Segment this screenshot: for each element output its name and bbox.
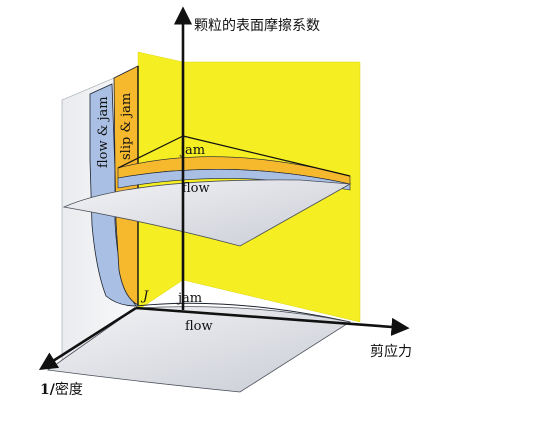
inverse-density-prefix: 1/ bbox=[40, 382, 56, 398]
top-flow-sheet bbox=[62, 179, 352, 247]
vertical-axis-label: 颗粒的表面摩擦系数 bbox=[194, 17, 320, 34]
bottom-jam-label: jam bbox=[176, 291, 202, 306]
top-flow-label: flow bbox=[182, 181, 210, 196]
bottom-flow-sheet bbox=[46, 306, 352, 393]
shear-axis bbox=[135, 306, 410, 336]
inverse-density-suffix: 密度 bbox=[55, 381, 83, 398]
inverse-density-axis-label: 1/密度 bbox=[40, 381, 83, 398]
point-j-label: J bbox=[140, 289, 149, 304]
density-axis bbox=[38, 306, 137, 370]
top-back-edge bbox=[182, 135, 351, 177]
bottom-jam-boundary bbox=[135, 302, 351, 323]
shear-axis-label: 剪应力 bbox=[370, 343, 412, 360]
top-left-edge bbox=[117, 135, 184, 169]
flow-and-jam-label: flow & jam bbox=[96, 96, 111, 168]
top-jam-label: jam bbox=[179, 143, 205, 158]
top-jam-blue-layer bbox=[117, 169, 351, 191]
slip-and-jam-label: slip & jam bbox=[119, 93, 134, 160]
bottom-flow-label: flow bbox=[185, 319, 213, 334]
